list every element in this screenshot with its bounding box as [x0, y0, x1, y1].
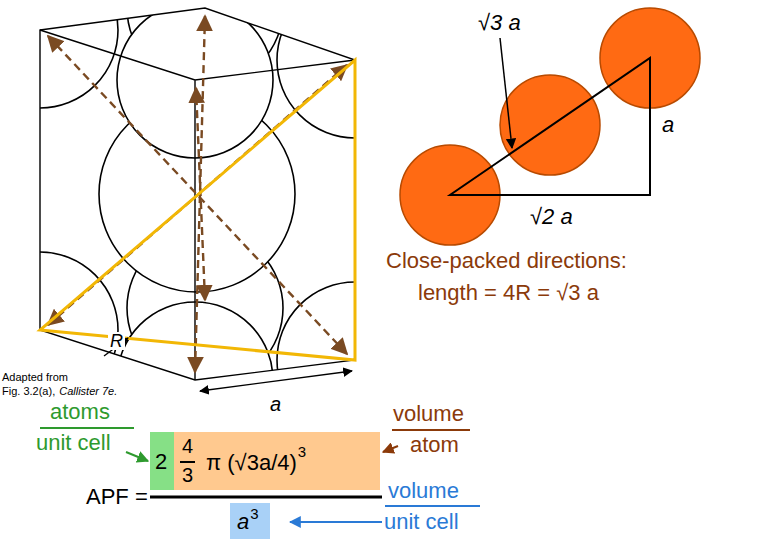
numerator-label: volume	[393, 403, 464, 425]
corner-atom	[0, 0, 118, 108]
atom-circle	[500, 75, 600, 175]
equation-label: APF =	[86, 486, 148, 508]
box-text: a	[237, 511, 249, 533]
corner-atom	[0, 252, 118, 408]
box-text-part: π (√3a/4)	[206, 452, 297, 474]
cube-front-edges	[40, 30, 355, 380]
equation-text: length = 4R = √3 a	[418, 282, 599, 304]
numerator-label: volume	[388, 480, 459, 502]
cube-edges	[40, 8, 355, 380]
main-fraction-bar	[150, 496, 382, 499]
fraction-bar	[392, 429, 470, 431]
fraction-bar	[40, 427, 134, 429]
fraction-bar	[180, 461, 195, 463]
unit-cell-atoms	[0, 0, 433, 458]
box-text-part: 3	[298, 444, 306, 459]
pointer-arrow	[383, 446, 398, 452]
denominator-label: unit cell	[384, 511, 459, 533]
yellow-triangle	[40, 60, 355, 360]
box-text: 4	[182, 436, 193, 456]
fraction-bar	[385, 505, 480, 507]
box-text-part: 3	[182, 465, 193, 485]
atoms-count-box: 2	[150, 432, 174, 490]
denominator-label: unit cell	[36, 432, 111, 454]
cube-outline	[40, 8, 355, 380]
heading-text: Close-packed directions:	[386, 250, 627, 272]
source-note: Callister 7e.	[59, 386, 117, 397]
denominator-label: atom	[410, 434, 459, 456]
atom-volume-box: 43π (√3a/4)3	[174, 432, 380, 490]
box-text-part: 3	[250, 506, 258, 521]
numerator-label: atoms	[50, 401, 110, 423]
hypotenuse-leader	[500, 38, 512, 148]
pointer-arrow	[290, 521, 382, 523]
dimension-label: a	[662, 114, 674, 136]
dimension-label: √3 a	[478, 12, 521, 34]
edge-length-arrow	[200, 371, 352, 391]
close-packed-atoms	[400, 8, 700, 245]
source-note: Fig. 3.2(a),	[2, 386, 55, 397]
right-triangle	[450, 58, 650, 195]
box-text: 2	[155, 451, 167, 473]
pointer-arrow	[126, 452, 148, 461]
radius-label: R	[108, 332, 125, 350]
edge-label: a	[270, 394, 281, 414]
source-note: Adapted from	[2, 372, 68, 383]
cell-volume-box: a3	[230, 503, 270, 539]
dimension-label: √2 a	[530, 206, 573, 228]
